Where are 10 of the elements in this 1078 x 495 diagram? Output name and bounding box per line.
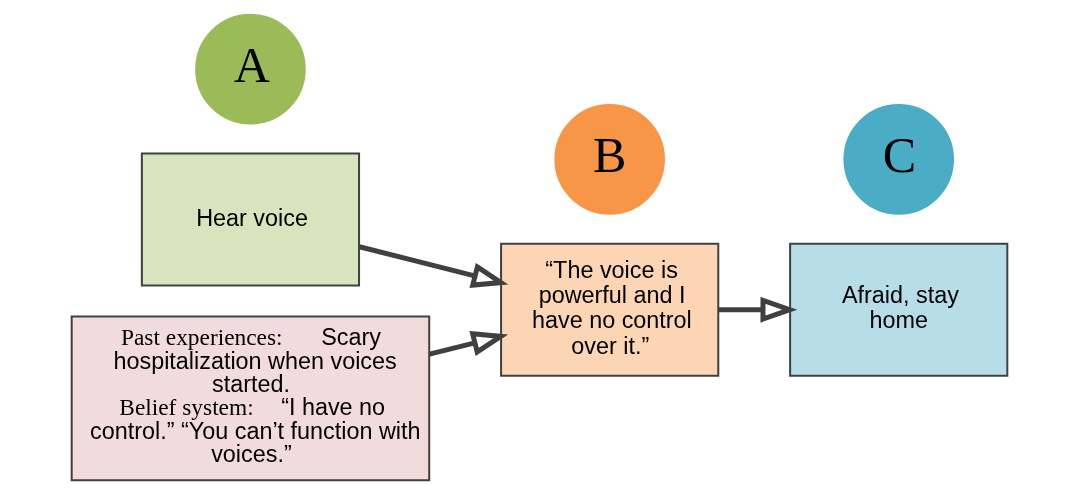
node-box: “The voice is powerful and I have no control over it.”: [499, 242, 719, 377]
node-box: Past experiences: Scary hospitalization when voices started. Belief system: “I have no control.” “You can’t function with voices.”: [70, 315, 430, 482]
arrow: [428, 330, 508, 357]
node-circle: C: [842, 104, 954, 215]
node-box: Hear voice: [140, 152, 360, 287]
node-circle: B: [553, 104, 665, 215]
node-box: Afraid, stay home: [788, 242, 1008, 377]
arrow: [358, 244, 508, 288]
node-circle: A: [194, 13, 306, 125]
arrow: [718, 296, 797, 323]
